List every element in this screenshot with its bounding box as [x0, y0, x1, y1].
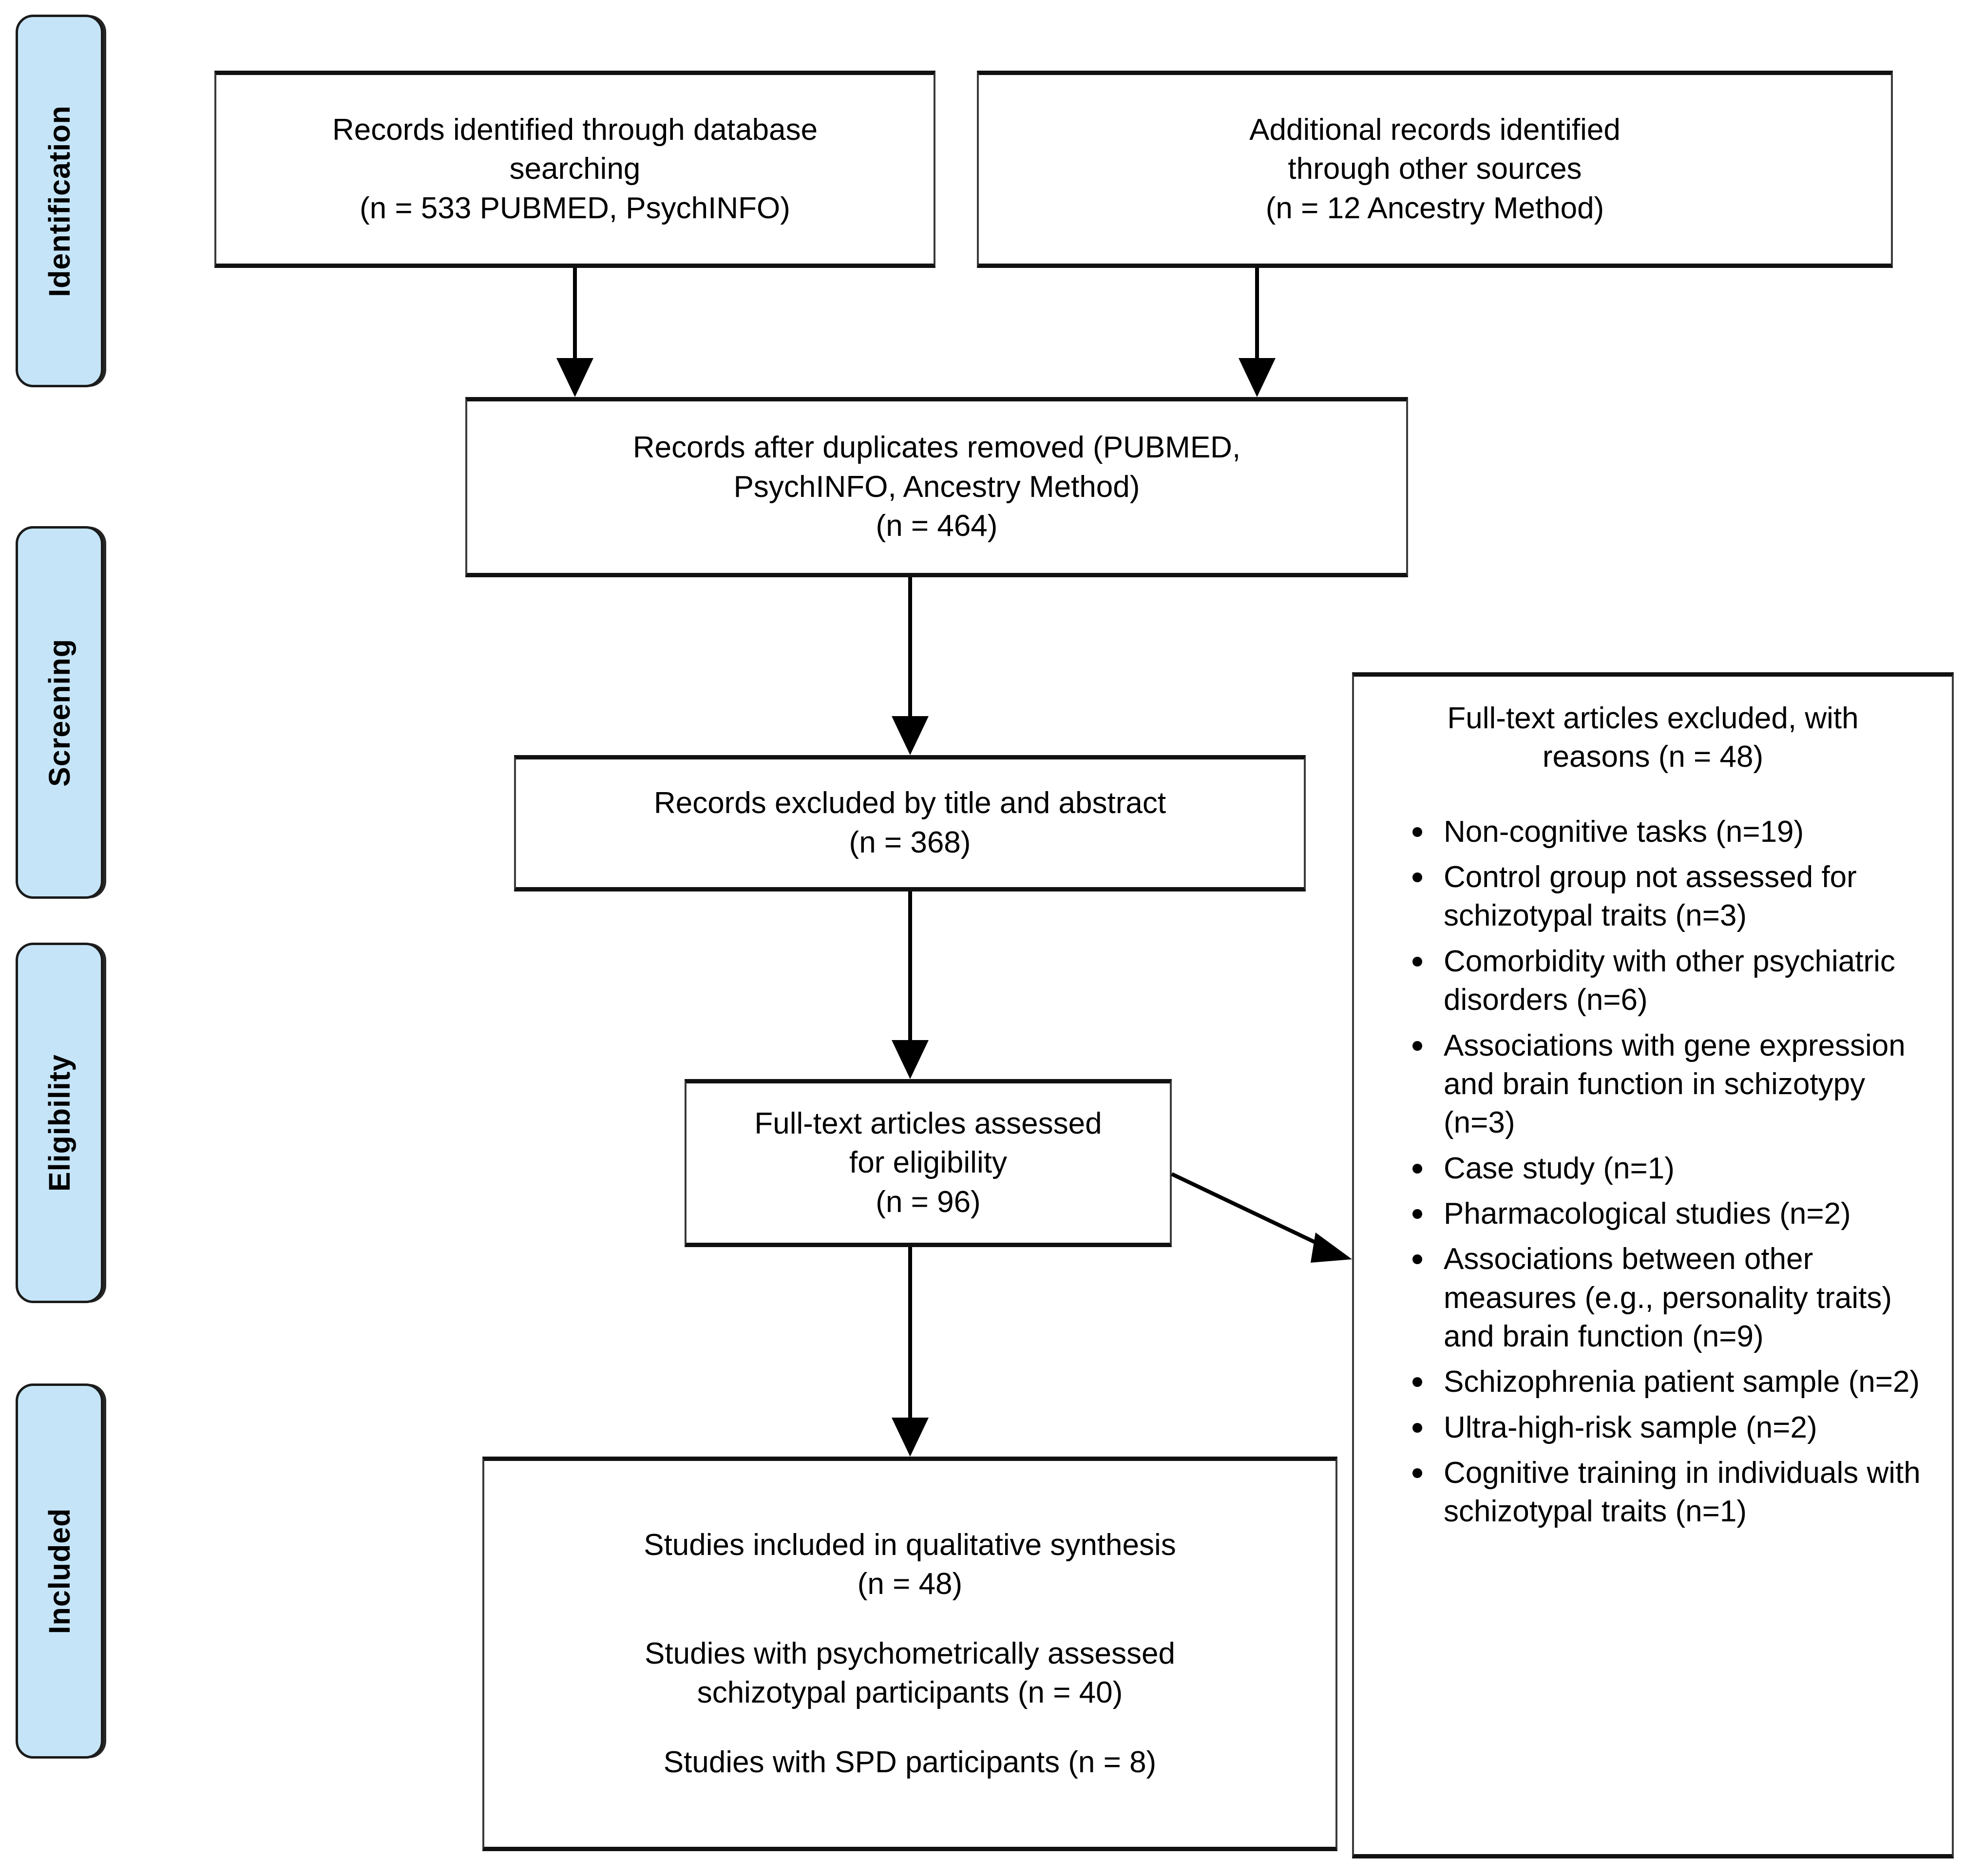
- bullet-icon: [1412, 1163, 1422, 1174]
- bullet-icon: [1412, 1422, 1422, 1433]
- exclusion-reason-item: Non-cognitive tasks (n=19): [1409, 813, 1930, 851]
- bullet-icon: [1412, 827, 1422, 837]
- exclusion-reason-item: Case study (n=1): [1409, 1149, 1930, 1188]
- bullet-icon: [1412, 956, 1422, 966]
- box-included-synthesis: Studies included in qualitative synthesi…: [482, 1457, 1337, 1851]
- stage-tab-screening: Screening: [16, 526, 103, 899]
- exclusion-reason-text: Schizophrenia patient sample (n=2): [1444, 1365, 1920, 1399]
- exclusion-reason-text: Non-cognitive tasks (n=19): [1444, 815, 1804, 849]
- exclusion-reason-item: Associations with gene expression and br…: [1409, 1026, 1930, 1142]
- exclusion-reason-text: Cognitive training in individuals with s…: [1444, 1456, 1921, 1529]
- exclusion-reason-item: Associations between other measures (e.g…: [1409, 1240, 1930, 1356]
- bullet-icon: [1412, 872, 1422, 883]
- stage-tab-identification: Identification: [16, 15, 103, 387]
- stage-tab-included: Included: [16, 1383, 103, 1759]
- box-duplicates-removed-text: Records after duplicates removed (PUBMED…: [632, 431, 1241, 543]
- box-included-synthesis-line3: Studies with SPD participants (n = 8): [663, 1745, 1157, 1779]
- exclusion-reason-item: Schizophrenia patient sample (n=2): [1409, 1363, 1930, 1401]
- exclusion-panel-title: Full-text articles excluded, with reason…: [1447, 701, 1859, 774]
- bullet-icon: [1412, 1209, 1422, 1219]
- exclusion-reason-text: Comorbidity with other psychiatric disor…: [1444, 944, 1895, 1017]
- box-database-search: Records identified through database sear…: [214, 71, 935, 268]
- box-other-sources-text: Additional records identified through ot…: [1249, 113, 1621, 225]
- exclusion-reason-item: Ultra-high-risk sample (n=2): [1409, 1408, 1930, 1447]
- box-fulltext-assessed: Full-text articles assessed for eligibil…: [685, 1079, 1172, 1247]
- box-fulltext-assessed-text: Full-text articles assessed for eligibil…: [754, 1106, 1102, 1219]
- exclusion-reason-text: Case study (n=1): [1444, 1151, 1675, 1185]
- box-included-synthesis-line2: Studies with psychometrically assessed s…: [645, 1636, 1175, 1710]
- bullet-icon: [1412, 1254, 1422, 1265]
- exclusion-reason-item: Pharmacological studies (n=2): [1409, 1194, 1930, 1233]
- box-other-sources: Additional records identified through ot…: [977, 71, 1893, 268]
- exclusion-reason-text: Associations with gene expression and br…: [1444, 1028, 1906, 1140]
- box-included-synthesis-line1: Studies included in qualitative synthesi…: [644, 1528, 1176, 1601]
- exclusion-reason-item: Comorbidity with other psychiatric disor…: [1409, 942, 1930, 1020]
- box-database-search-text: Records identified through database sear…: [332, 113, 818, 225]
- bullet-icon: [1412, 1377, 1422, 1387]
- exclusion-reason-text: Control group not assessed for schizotyp…: [1444, 860, 1857, 933]
- bullet-icon: [1412, 1041, 1422, 1051]
- exclusion-reason-item: Control group not assessed for schizotyp…: [1409, 858, 1930, 935]
- box-records-excluded-text: Records excluded by title and abstract (…: [653, 786, 1166, 859]
- box-duplicates-removed: Records after duplicates removed (PUBMED…: [465, 397, 1408, 577]
- box-records-excluded: Records excluded by title and abstract (…: [514, 755, 1306, 891]
- exclusion-reason-text: Pharmacological studies (n=2): [1444, 1196, 1851, 1231]
- exclusion-reason-text: Associations between other measures (e.g…: [1444, 1242, 1892, 1354]
- bullet-icon: [1412, 1468, 1422, 1478]
- exclusion-reason-item: Cognitive training in individuals with s…: [1409, 1454, 1930, 1531]
- stage-tab-eligibility: Eligibility: [16, 943, 103, 1303]
- box-fulltext-excluded-reasons: Full-text articles excluded, with reason…: [1352, 672, 1954, 1858]
- exclusion-reason-text: Ultra-high-risk sample (n=2): [1444, 1410, 1817, 1444]
- exclusion-reason-list: Non-cognitive tasks (n=19) Control group…: [1371, 813, 1935, 1531]
